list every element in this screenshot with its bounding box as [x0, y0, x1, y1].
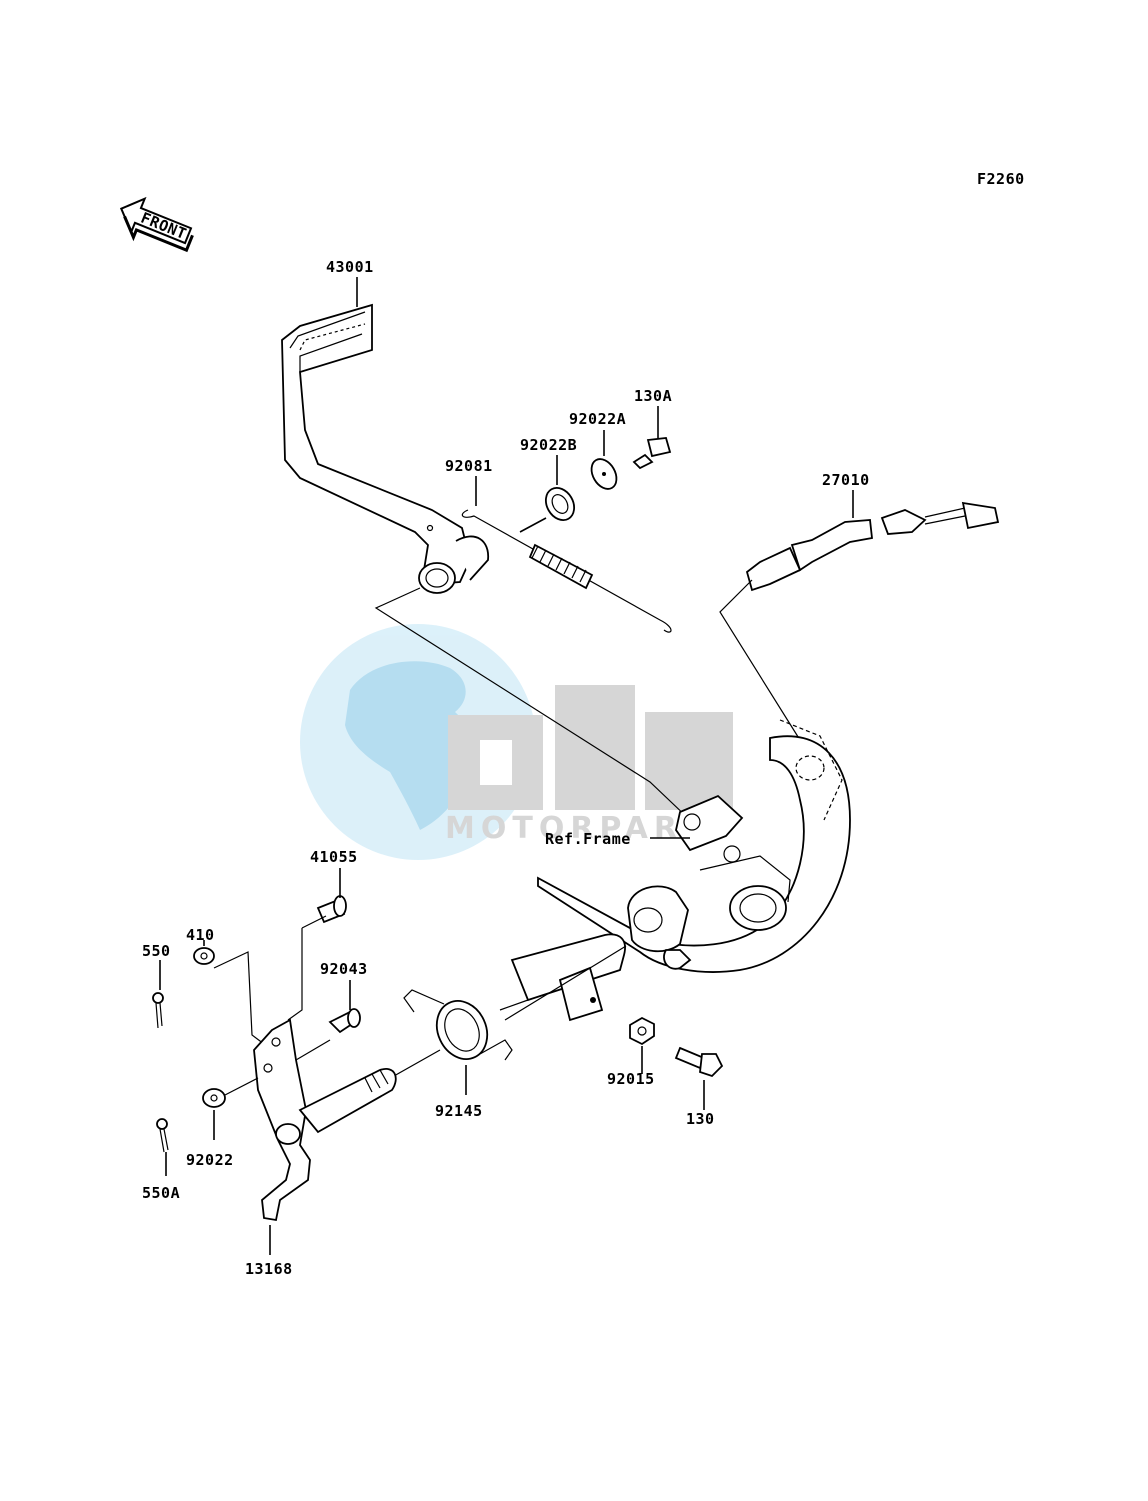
part-label-92043: 92043 — [320, 960, 368, 978]
washer-410 — [193, 947, 215, 965]
part-label-13168: 13168 — [245, 1260, 293, 1278]
watermark-continents — [345, 661, 475, 830]
part-label-130a: 130A — [634, 387, 672, 405]
washer-92022 — [202, 1088, 226, 1108]
pedal-to-frame-line — [374, 587, 691, 821]
part-label-41055: 41055 — [310, 848, 358, 866]
part-label-550a: 550A — [142, 1184, 180, 1202]
bolt-130 — [674, 1046, 724, 1078]
nut-92015 — [629, 1016, 655, 1046]
bolt-130a — [632, 437, 672, 470]
part-label-410: 410 — [186, 926, 215, 944]
part-label-92022: 92022 — [186, 1151, 234, 1169]
part-label-550: 550 — [142, 942, 171, 960]
brake-switch — [719, 501, 1000, 741]
frame — [537, 719, 851, 973]
front-label: FRONT — [138, 209, 189, 244]
part-label-92015: 92015 — [607, 1070, 655, 1088]
pivot-shaft — [499, 885, 692, 1022]
part-label-92145: 92145 — [435, 1102, 483, 1120]
washer-92022b — [544, 487, 576, 521]
brake-rod — [461, 509, 672, 633]
watermark-m — [645, 712, 733, 810]
brake-pedal — [281, 303, 489, 594]
spring-coil — [528, 543, 594, 590]
ref-frame-label: Ref.Frame — [545, 830, 631, 848]
cotter-pin-550a — [156, 1118, 169, 1153]
front-arrow-icon: FRONT — [119, 196, 194, 253]
part-label-92022a: 92022A — [569, 410, 626, 428]
part-label-92022b: 92022B — [520, 436, 577, 454]
part-label-43001: 43001 — [326, 258, 374, 276]
brake-lever-arm — [253, 1018, 397, 1222]
cotter-pin-550 — [152, 992, 164, 1029]
return-spring-92145 — [403, 989, 513, 1061]
watermark: MOTORPARTS — [300, 624, 733, 860]
pin-92043 — [328, 1008, 361, 1034]
diagram-code: F2260 — [977, 170, 1025, 188]
part-label-92081: 92081 — [445, 457, 493, 475]
part-label-27010: 27010 — [822, 471, 870, 489]
part-label-130: 130 — [686, 1110, 715, 1128]
